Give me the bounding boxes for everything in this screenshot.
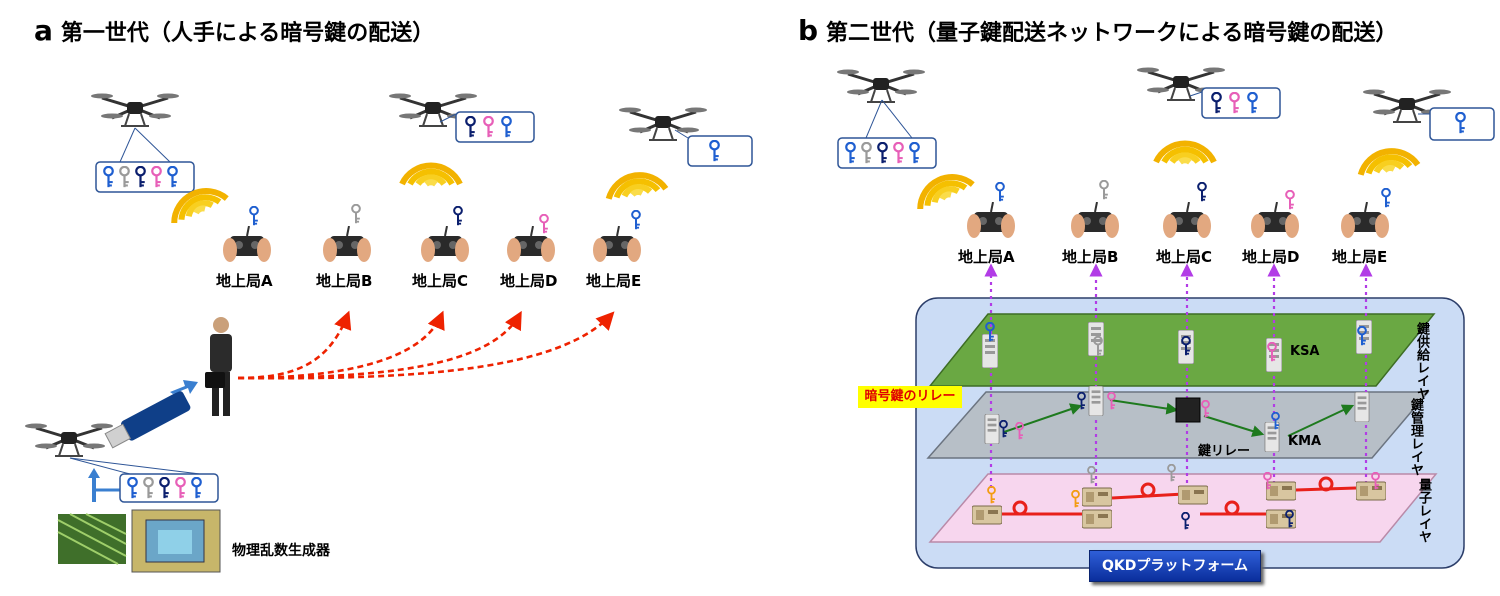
qkd-device-icon: [1082, 509, 1112, 529]
key-icon: [1197, 182, 1207, 202]
relay-node: [1175, 397, 1201, 423]
kma-label: KMA: [1288, 434, 1322, 449]
server-icon: [1354, 392, 1370, 422]
chip-icon: [57, 509, 221, 573]
qkd-platform-button: QKDプラットフォーム: [1089, 550, 1261, 582]
layer-label-quantum: 量子レイヤ: [1416, 478, 1431, 543]
controller-icon: [222, 226, 272, 263]
server-icon: [1264, 422, 1280, 452]
key-callout: [837, 99, 937, 169]
drone-icon: [836, 68, 926, 104]
station-label: 地上局E: [1332, 248, 1388, 266]
key-callout: [69, 457, 219, 503]
server-icon: [984, 414, 1000, 444]
controller-icon: [506, 226, 556, 263]
panel-a-letter: a: [34, 14, 53, 47]
panel-b-title: 第二世代（量子鍵配送ネットワークによる暗号鍵の配送）: [826, 21, 1398, 46]
station-label: 地上局A: [216, 272, 273, 290]
blue-arrow: [88, 468, 100, 502]
panel-b-heading: b 第二世代（量子鍵配送ネットワークによる暗号鍵の配送）: [798, 14, 1397, 47]
layer-label-key-management: 鍵管理レイヤ: [1408, 398, 1423, 476]
qkd-device-icon: [972, 505, 1002, 525]
station-label: 地上局B: [1062, 248, 1119, 266]
ksa-label: KSA: [1290, 344, 1320, 359]
panel-b-letter: b: [798, 14, 819, 47]
controller-icon: [592, 226, 642, 263]
panel-a-title: 第一世代（人手による暗号鍵の配送）: [60, 21, 435, 46]
qkd-device-icon: [1178, 485, 1208, 505]
key-icon: [1381, 188, 1391, 208]
controller-icon: [322, 226, 372, 263]
wifi-signal-icon: [605, 171, 665, 199]
wifi-signal-icon: [1156, 144, 1214, 162]
key-icon: [995, 182, 1005, 202]
qkd-device-icon: [1356, 481, 1386, 501]
relay-badge: 暗号鍵のリレー: [858, 386, 962, 408]
panel-b: [836, 66, 1495, 569]
drone-icon: [90, 92, 180, 128]
station-label: 地上局D: [1242, 248, 1300, 266]
layer-label-key-supply: 鍵供給レイヤ: [1414, 322, 1429, 400]
controller-icon: [1162, 202, 1212, 239]
key-icon: [453, 206, 463, 226]
blue-arrow: [170, 380, 198, 394]
fiber-links: [1000, 476, 1357, 516]
station-label: 地上局E: [586, 272, 642, 290]
station-label: 地上局A: [958, 248, 1015, 266]
qkd-device-icon: [1082, 487, 1112, 507]
panel-a-heading: a 第一世代（人手による暗号鍵の配送）: [34, 14, 434, 47]
key-callout: [439, 111, 535, 143]
key-icon: [249, 206, 259, 226]
key-icon: [351, 204, 361, 224]
wifi-signal-icon: [1357, 147, 1417, 175]
controller-icon: [1340, 202, 1390, 239]
station-label: 地上局B: [316, 272, 373, 290]
station-label: 地上局C: [412, 272, 469, 290]
key-relay-label: 鍵リレー: [1198, 444, 1251, 459]
server-icon: [1088, 386, 1104, 416]
key-callout: [1189, 87, 1281, 119]
person-icon: [205, 317, 232, 416]
wifi-signal-icon: [912, 168, 972, 209]
panel-a: [24, 92, 753, 573]
controller-icon: [1070, 202, 1120, 239]
key-callout: [1418, 107, 1495, 141]
key-management-layer: [926, 391, 1430, 459]
station-label: 地上局D: [500, 272, 558, 290]
drone-icon: [24, 422, 114, 458]
station-label: 地上局C: [1156, 248, 1213, 266]
usb-stick-icon: [104, 391, 191, 449]
controller-icon: [420, 226, 470, 263]
key-icon: [1285, 190, 1295, 210]
delivery-arrows: [237, 310, 615, 380]
drone-icon: [618, 106, 708, 142]
controller-icon: [966, 202, 1016, 239]
server-icon: [1356, 320, 1372, 354]
key-icon: [631, 210, 641, 230]
key-callout: [674, 129, 753, 167]
key-icon: [539, 214, 549, 234]
key-icon: [1099, 180, 1109, 200]
wifi-signal-icon: [402, 166, 460, 184]
generator-label: 物理乱数生成器: [232, 543, 330, 559]
key-callout: [95, 127, 195, 193]
